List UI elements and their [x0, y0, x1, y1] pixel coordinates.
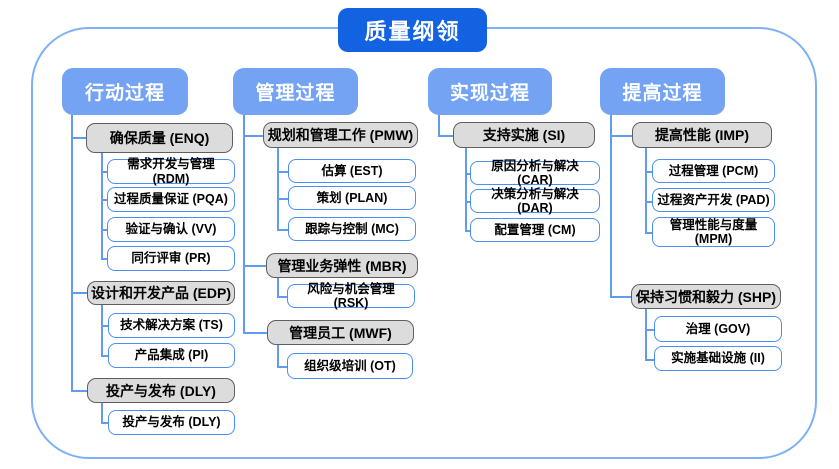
connector	[101, 153, 103, 260]
group-node-edp: 设计和开发产品 (EDP)	[87, 281, 235, 305]
group-node-imp: 提高性能 (IMP)	[632, 122, 772, 148]
group-node-enq: 确保质量 (ENQ)	[86, 123, 233, 153]
group-node-mbr: 管理业务弹性 (MBR)	[266, 253, 418, 278]
connector	[71, 115, 73, 392]
connector	[243, 135, 263, 137]
connector	[465, 230, 470, 232]
connector	[645, 309, 647, 361]
connector	[101, 171, 107, 173]
connector	[101, 258, 107, 260]
leaf-node-ts: 技术解决方案 (TS)	[108, 313, 235, 338]
connector	[277, 278, 279, 298]
connector	[438, 115, 440, 137]
leaf-node-pcm: 过程管理 (PCM)	[652, 159, 775, 183]
connector	[465, 148, 467, 232]
connector	[610, 296, 631, 298]
leaf-node-cm: 配置管理 (CM)	[470, 218, 600, 242]
connector	[101, 403, 103, 424]
connector	[101, 355, 108, 357]
column-header-management-process: 管理过程	[233, 68, 358, 115]
connector	[277, 171, 288, 173]
leaf-node-pad: 过程资产开发 (PAD)	[652, 188, 775, 212]
connector	[277, 345, 279, 368]
leaf-node-gov: 治理 (GOV)	[654, 316, 782, 342]
leaf-node-pqa: 过程质量保证 (PQA)	[107, 187, 235, 212]
connector	[71, 137, 86, 139]
connector	[645, 201, 652, 203]
connector	[243, 115, 245, 334]
leaf-node-car: 原因分析与解决 (CAR)	[470, 159, 600, 187]
leaf-node-est: 估算 (EST)	[288, 159, 416, 183]
connector	[645, 329, 654, 331]
connector	[71, 292, 87, 294]
connector	[610, 115, 612, 298]
connector	[101, 325, 108, 327]
connector	[243, 332, 267, 334]
group-node-si: 支持实施 (SI)	[453, 122, 595, 148]
leaf-node-pr: 同行评审 (PR)	[107, 246, 235, 271]
leaf-node-rsk: 风险与机会管理 (RSK)	[287, 282, 415, 310]
connector	[465, 173, 470, 175]
connector	[277, 148, 279, 231]
leaf-node-dar: 决策分析与解决 (DAR)	[470, 187, 600, 215]
leaf-node-vv: 验证与确认 (VV)	[107, 217, 235, 242]
connector	[101, 422, 108, 424]
connector	[277, 229, 288, 231]
connector	[277, 296, 287, 298]
connector	[645, 232, 652, 234]
connector	[277, 198, 288, 200]
group-node-dly: 投产与发布 (DLY)	[87, 378, 235, 403]
column-header-action-process: 行动过程	[62, 68, 188, 115]
group-node-shp: 保持习惯和毅力 (SHP)	[631, 284, 781, 309]
leaf-node-mc: 跟踪与控制 (MC)	[288, 217, 416, 241]
leaf-node-ii: 实施基础设施 (II)	[654, 346, 782, 371]
group-node-mwf: 管理员工 (MWF)	[267, 320, 414, 345]
connector	[645, 148, 647, 234]
leaf-node-dly: 投产与发布 (DLY)	[108, 410, 235, 435]
connector	[71, 390, 87, 392]
connector	[277, 366, 287, 368]
column-header-implementation-process: 实现过程	[428, 68, 552, 115]
diagram-title: 质量纲领	[338, 8, 487, 52]
connector	[243, 265, 266, 267]
connector	[101, 199, 107, 201]
leaf-node-rdm: 需求开发与管理 (RDM)	[107, 157, 235, 186]
leaf-node-plan: 策划 (PLAN)	[288, 186, 416, 210]
connector	[645, 359, 654, 361]
connector	[645, 171, 652, 173]
leaf-node-mpm: 管理性能与度量 (MPM)	[652, 217, 775, 247]
group-node-pmw: 规划和管理工作 (PMW)	[263, 122, 418, 148]
leaf-node-pi: 产品集成 (PI)	[108, 343, 235, 368]
column-header-improvement-process: 提高过程	[600, 68, 725, 115]
connector	[610, 135, 632, 137]
leaf-node-ot: 组织级培训 (OT)	[287, 353, 413, 379]
connector	[465, 201, 470, 203]
connector	[438, 135, 453, 137]
connector	[101, 305, 103, 357]
connector	[101, 229, 107, 231]
